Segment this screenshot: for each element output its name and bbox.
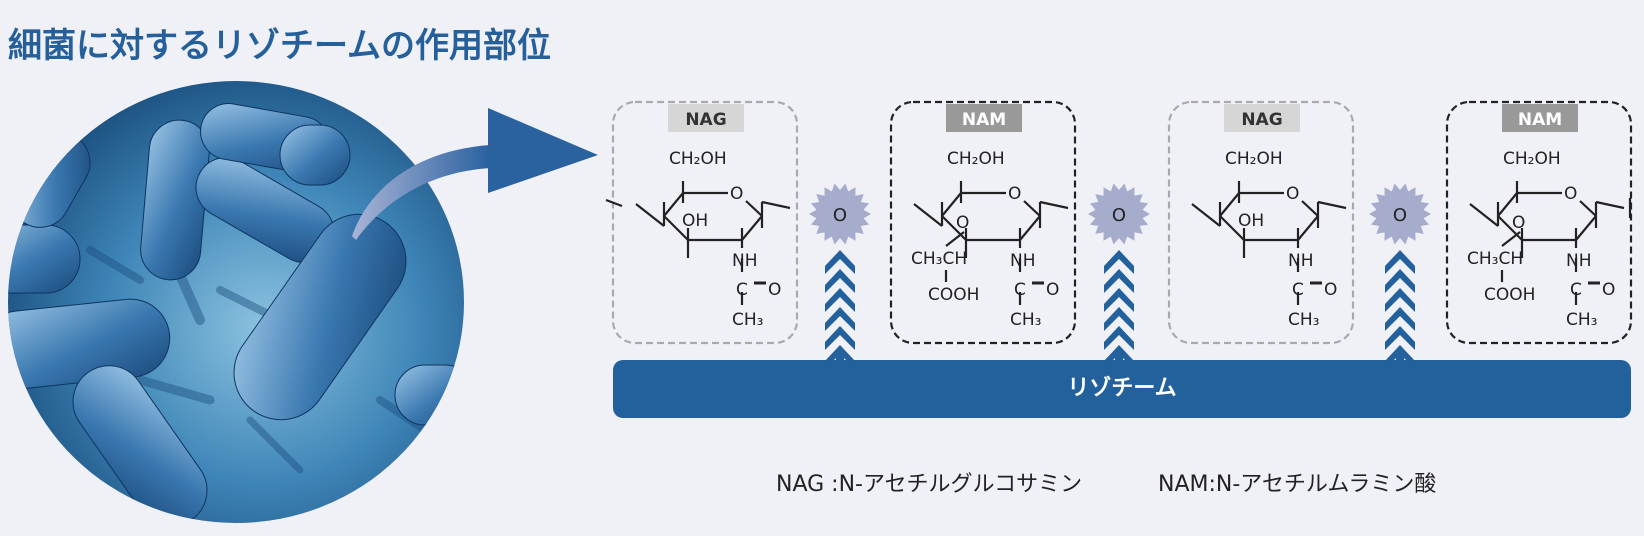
- group-carbonyl-c: C: [1014, 280, 1026, 300]
- cleavage-burst-icon: [1088, 183, 1150, 245]
- unit-label: NAM: [962, 110, 1006, 130]
- ring-oxygen: O: [1008, 184, 1021, 204]
- cleavage-burst-icon: [809, 183, 871, 245]
- glycosidic-bond-cleavage-site: O: [1088, 183, 1150, 369]
- unit-label-bg: [1502, 104, 1578, 132]
- group-carbonyl-c: C: [1570, 280, 1582, 300]
- unit-label-bg: [668, 104, 744, 132]
- unit-label: NAG: [1241, 110, 1282, 130]
- group-ch2oh: CH₂OH: [1225, 149, 1283, 169]
- sugar-ring: [1469, 181, 1625, 305]
- group-ch3: CH₃: [1010, 310, 1041, 330]
- cleavage-burst-icon: [1369, 183, 1431, 245]
- unit-label: NAG: [685, 110, 726, 130]
- group-cooh: COOH: [1484, 285, 1535, 305]
- unit-label-bg: [1224, 104, 1300, 132]
- group-oh: OH: [1238, 211, 1264, 231]
- group-ch3ch: CH₃CH: [911, 249, 967, 269]
- legend-nam: NAM:N-アセチルムラミン酸: [1158, 472, 1437, 497]
- unit-label-bg: [946, 104, 1022, 132]
- unit-label: NAM: [1518, 110, 1562, 130]
- group-ch2oh: CH₂OH: [947, 149, 1005, 169]
- lysozyme-attack-chevrons-icon: [1385, 250, 1415, 369]
- page-title: 細菌に対するリゾチームの作用部位: [8, 26, 551, 66]
- group-cooh: COOH: [928, 285, 979, 305]
- sugar-ring: [635, 181, 791, 305]
- group-carbonyl-o: O: [1602, 280, 1615, 300]
- ring-oxygen: O: [1286, 184, 1299, 204]
- bond-oxygen: O: [1393, 205, 1407, 226]
- group-nh: NH: [1288, 251, 1314, 271]
- ring-oxygen: O: [1564, 184, 1577, 204]
- lysozyme-label: リゾチーム: [1067, 376, 1177, 401]
- sugar-ring: [913, 181, 1069, 305]
- group-carbonyl-c: C: [736, 280, 748, 300]
- lysozyme-bar: [613, 360, 1631, 418]
- group-ch3: CH₃: [1288, 310, 1319, 330]
- group-nh: NH: [1010, 251, 1036, 271]
- group-nh: NH: [1566, 251, 1592, 271]
- group-nh: NH: [732, 251, 758, 271]
- bond-oxygen: O: [833, 205, 847, 226]
- ring-oxygen: O: [730, 184, 743, 204]
- group-carbonyl-o: O: [1046, 280, 1059, 300]
- bond-oxygen: O: [1112, 205, 1126, 226]
- unit-box: [1167, 100, 1355, 345]
- unit-box: [889, 100, 1077, 345]
- glycosidic-bond-cleavage-site: O: [1369, 183, 1431, 369]
- group-ch2oh: CH₂OH: [669, 149, 727, 169]
- glycosidic-bond-cleavage-site: O: [809, 183, 871, 369]
- group-ch3: CH₃: [1566, 310, 1597, 330]
- ring-side-oxygen: O: [956, 213, 969, 233]
- chain-end-left: [605, 198, 623, 208]
- sugar-ring: [1191, 181, 1347, 305]
- group-carbonyl-o: O: [768, 280, 781, 300]
- unit-box: [611, 100, 799, 345]
- group-carbonyl-o: O: [1324, 280, 1337, 300]
- group-ch2oh: CH₂OH: [1503, 149, 1561, 169]
- ring-side-oxygen: O: [1512, 213, 1525, 233]
- legend-nag: NAG :N-アセチルグルコサミン: [776, 472, 1083, 497]
- unit-box: [1445, 100, 1633, 345]
- group-ch3ch: CH₃CH: [1467, 249, 1523, 269]
- lysozyme-attack-chevrons-icon: [825, 250, 855, 369]
- group-ch3: CH₃: [732, 310, 763, 330]
- bacteria-illustration: [8, 81, 464, 523]
- group-oh: OH: [682, 211, 708, 231]
- curved-arrow-icon: [352, 108, 598, 240]
- group-carbonyl-c: C: [1292, 280, 1304, 300]
- lysozyme-attack-chevrons-icon: [1104, 250, 1134, 369]
